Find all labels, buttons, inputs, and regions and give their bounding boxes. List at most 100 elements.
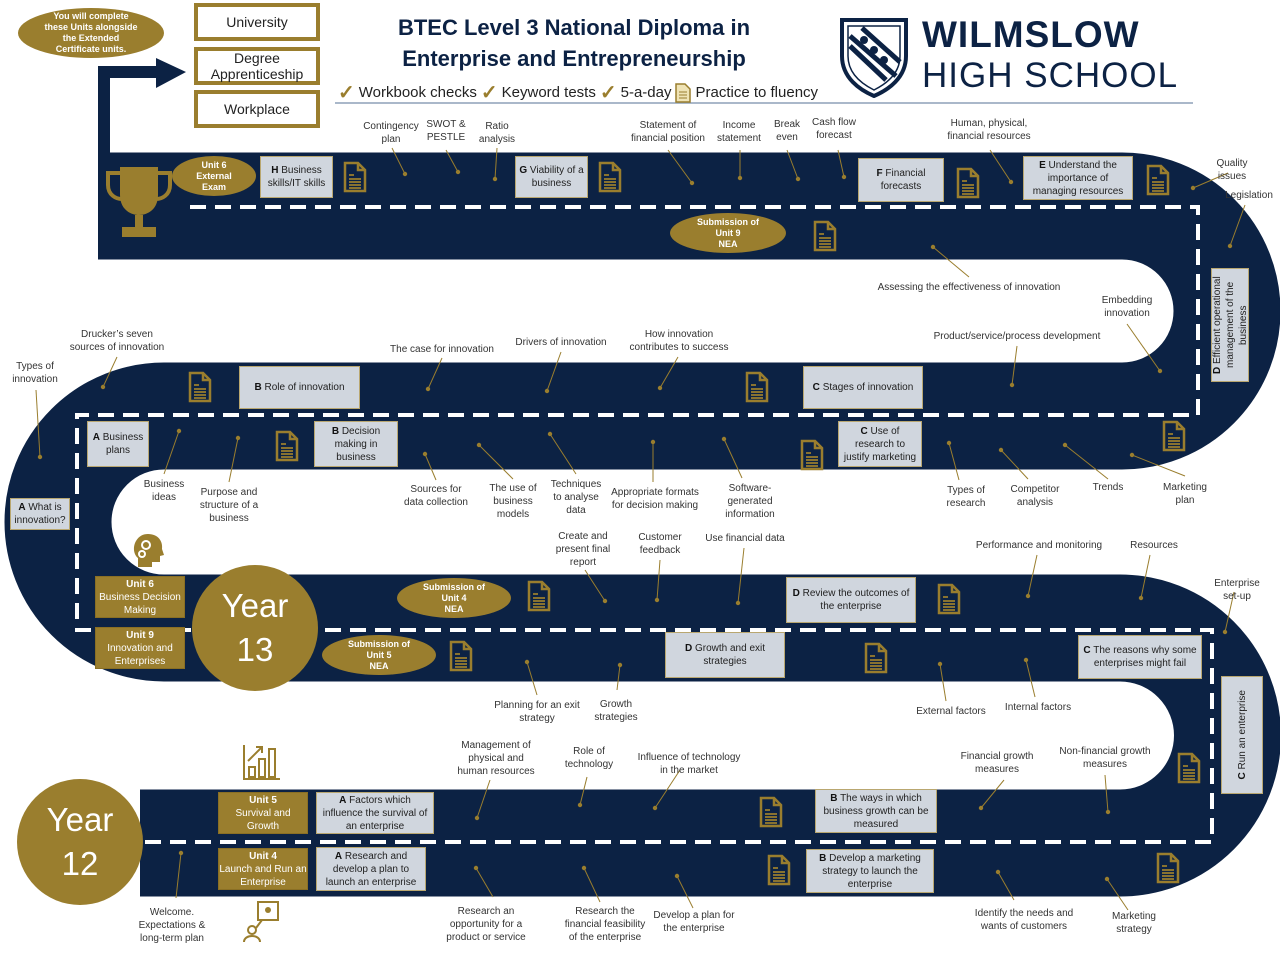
aim-text: Viability of a business: [529, 165, 584, 189]
document-icon: [1177, 752, 1201, 784]
leader-dot: [425, 386, 431, 392]
leader-line: [424, 453, 437, 481]
topic-label: Welcome. Expectations & long-term plan: [138, 907, 206, 944]
leader-dot: [235, 435, 241, 441]
topic-label: Performance and monitoring: [975, 540, 1103, 551]
topic-label: Embedding innovation: [1101, 295, 1153, 319]
year-13-marker: Year 13: [192, 565, 318, 691]
leader-line: [1229, 204, 1246, 247]
document-icon: [745, 371, 769, 403]
leader-dot: [1190, 185, 1196, 191]
check-icon: ✓: [338, 82, 355, 104]
topic-label: Types of innovation: [12, 361, 58, 385]
unit-number: Unit 6: [126, 578, 154, 590]
leader-line: [1131, 454, 1186, 477]
leader-dot: [422, 451, 428, 457]
leader-line: [616, 664, 621, 691]
leader-dot: [657, 385, 663, 391]
leader-dot: [650, 439, 656, 445]
unit-number: Unit 4: [249, 850, 277, 862]
leader-dot: [1105, 809, 1111, 815]
aim-letter: A: [339, 794, 347, 806]
document-icon: [767, 854, 791, 886]
learning-aim-box: D Efficient operational management of th…: [1211, 268, 1249, 382]
leader-dot: [1023, 657, 1029, 663]
document-icon: [449, 640, 473, 672]
topic-label: The use of business models: [489, 483, 537, 520]
leader-line: [391, 147, 406, 175]
leader-dot: [176, 428, 182, 434]
leader-line: [676, 875, 694, 909]
leader-line: [445, 149, 459, 173]
leader-dot: [937, 661, 943, 667]
leader-dot: [930, 244, 936, 250]
leader-dot: [455, 169, 461, 175]
title-line-2: Enterprise and Entrepreneurship: [402, 46, 746, 71]
pathway-degree-apprenticeship: Degree Apprenticeship: [194, 47, 320, 85]
leader-line: [1027, 554, 1038, 597]
check-list: ✓ Workbook checks ✓ Keyword tests ✓ 5-a-…: [338, 80, 818, 105]
leader-line: [546, 351, 562, 392]
unit-name: Innovation and Enterprises: [107, 642, 173, 667]
leader-dot: [37, 454, 43, 460]
aim-letter: H: [271, 165, 279, 176]
learning-aim-box: A Factors which influence the survival o…: [316, 792, 434, 834]
leader-line: [1106, 878, 1129, 911]
topic-leader-lines: [35, 147, 1246, 911]
leader-line: [1140, 554, 1151, 599]
aim-text: Role of innovation: [264, 382, 345, 393]
topic-label: Trends: [1092, 482, 1124, 493]
leader-dot: [1009, 382, 1015, 388]
year-12-word: Year: [46, 801, 114, 838]
leader-line: [939, 663, 947, 702]
leader-dot: [735, 600, 741, 606]
check-workbook: Workbook checks: [358, 84, 477, 101]
topic-label: Enterprise set-up: [1214, 578, 1260, 602]
document-icon: [956, 167, 980, 199]
aim-text: Business skills/IT skills: [267, 165, 326, 189]
leader-dot: [547, 431, 553, 437]
aim-letter: C: [812, 382, 820, 393]
school-name: WILMSLOW: [922, 14, 1140, 55]
aim-text: Run an enterprise: [1236, 690, 1248, 770]
leader-line: [475, 867, 494, 898]
topic-label: Management of physical and human resourc…: [457, 740, 535, 777]
aim-text: The reasons why some enterprises might f…: [1093, 645, 1197, 669]
leader-line: [948, 442, 960, 481]
unit-number: Unit 9: [126, 629, 154, 641]
learning-aim-box: A Research and develop a plan to launch …: [316, 847, 426, 891]
leader-dot: [473, 865, 479, 871]
unit-name: Survival and Growth: [235, 807, 291, 832]
year-13-word: Year: [221, 587, 289, 624]
aim-letter: E: [1039, 159, 1046, 171]
topic-label: Planning for an exit strategy: [494, 700, 580, 724]
learning-aim-box: A What is innovation?: [10, 498, 70, 530]
topic-label: Ratio analysis: [478, 121, 516, 145]
learning-aim-box: A Business plans: [87, 421, 149, 467]
page-title: BTEC Level 3 National Diploma in Enterpr…: [360, 12, 788, 74]
leader-line: [932, 246, 970, 278]
topic-label: Cash flow forecast: [812, 117, 856, 141]
aim-letter: C: [1236, 772, 1248, 780]
milestone-badge: Submission of Unit 4 NEA: [397, 578, 511, 618]
topic-label: Quality issues: [1216, 158, 1248, 182]
leader-dot: [841, 174, 847, 180]
topic-label: Competitor analysis: [1010, 484, 1060, 508]
school-name-sub: HIGH SCHOOL: [922, 56, 1179, 95]
exit-arrow-stem: [98, 66, 160, 153]
topic-label: Sources for data collection: [404, 484, 468, 508]
topic-label: Assessing the effectiveness of innovatio…: [877, 282, 1061, 293]
topic-label: Software- generated information: [725, 483, 775, 520]
school-logo: WILMSLOW HIGH SCHOOL: [838, 14, 1198, 100]
leader-dot: [674, 873, 680, 879]
check-keyword: Keyword tests: [501, 84, 596, 101]
aim-letter: G: [519, 165, 528, 176]
learning-aim-box: B Develop a marketing strategy to launch…: [806, 849, 934, 893]
topic-label: Research an opportunity for a product or…: [446, 906, 526, 943]
leader-line: [723, 438, 743, 479]
leader-line: [579, 776, 588, 806]
topic-label: Financial growth measures: [960, 751, 1034, 775]
topic-label: The case for innovation: [390, 344, 494, 355]
leader-line: [584, 569, 606, 602]
